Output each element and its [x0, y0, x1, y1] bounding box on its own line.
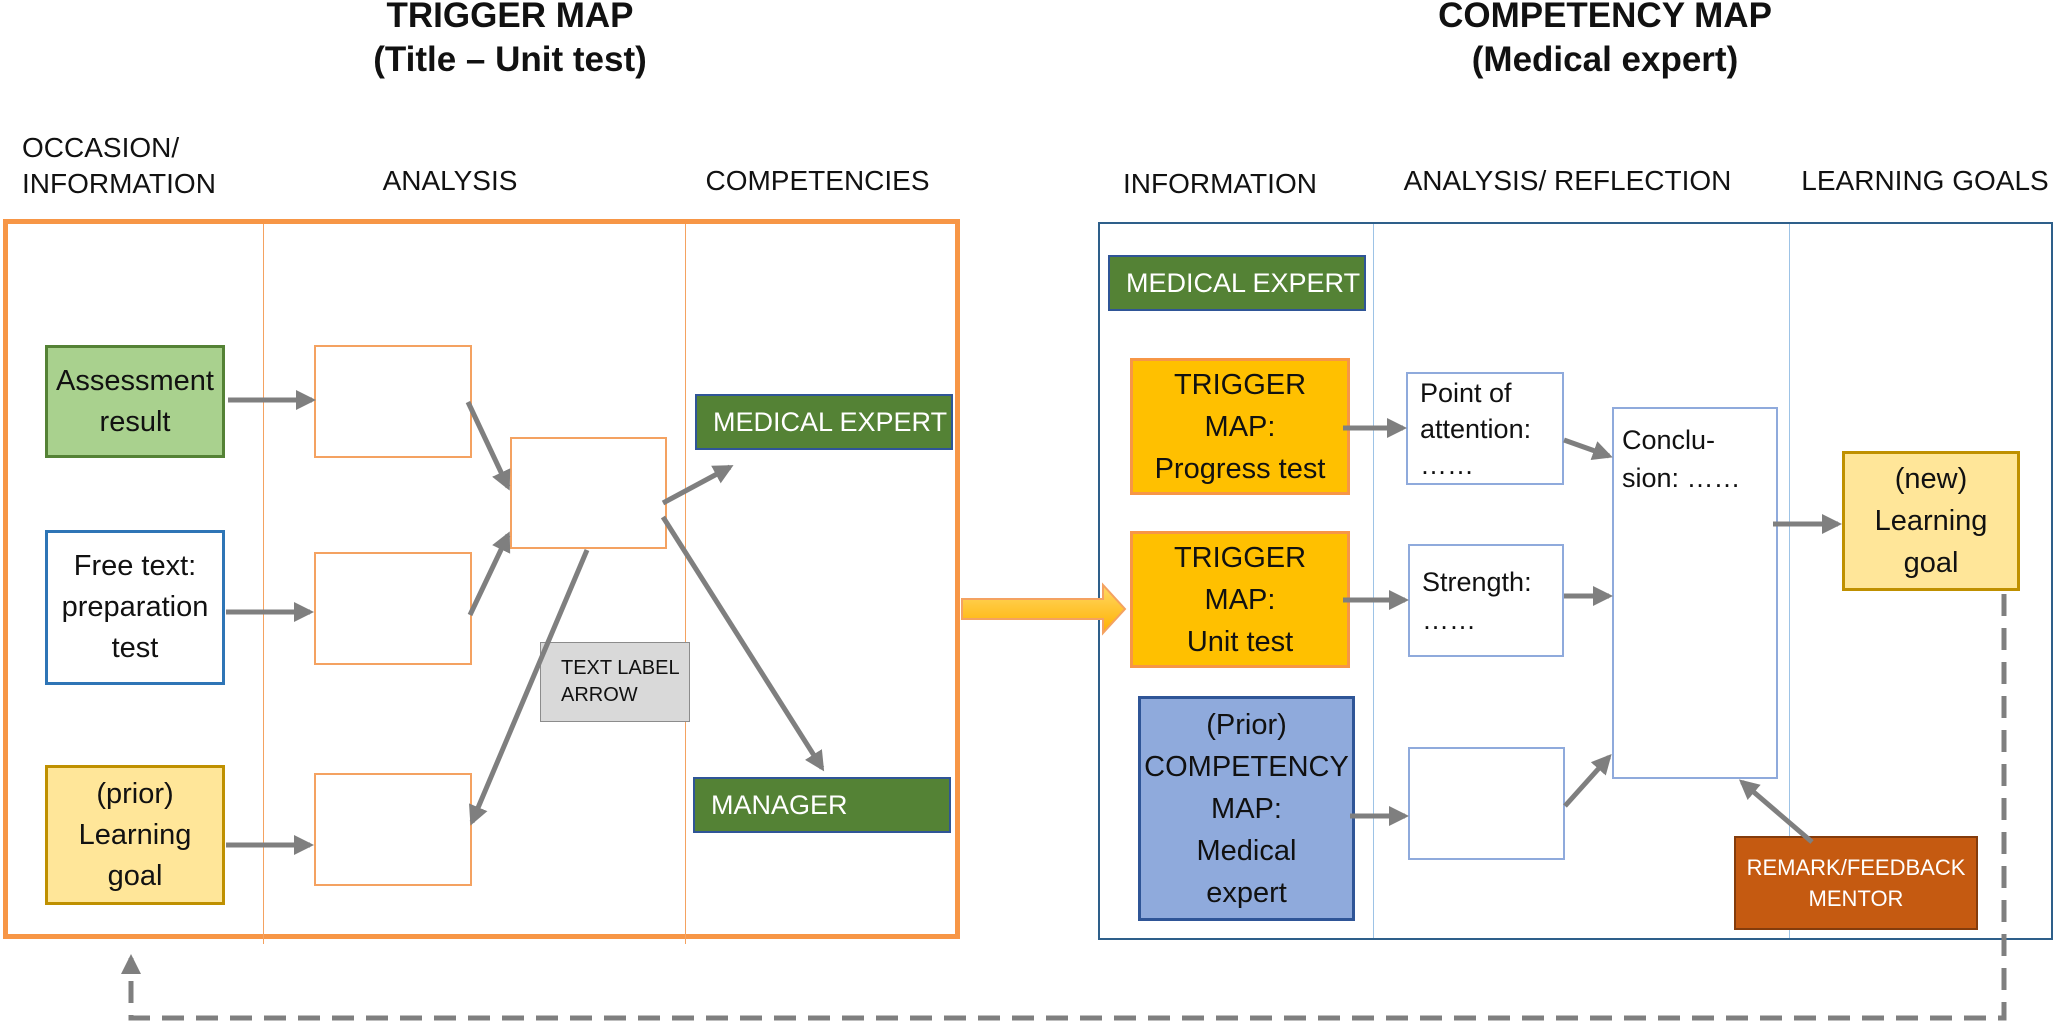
competency-map-subtitle: (Medical expert): [1471, 40, 1739, 79]
arrow-empty-to-conclusion: [1563, 754, 1612, 808]
arrow-center-to-box3: [469, 549, 590, 826]
competency-medical-expert: MEDICAL EXPERT: [695, 394, 953, 450]
trigger-map-subtitle: (Title – Unit test): [373, 40, 647, 79]
arrow-center-to-manager: [660, 515, 825, 772]
analysis-box-1: [314, 345, 472, 458]
point-of-attention-box: Point of attention: ……: [1406, 372, 1564, 485]
analysis-box-2: [314, 552, 472, 665]
remark-feedback-mentor: REMARK/FEEDBACK MENTOR: [1734, 836, 1978, 930]
analysis-empty-box: [1408, 747, 1565, 860]
trigger-divider-1: [263, 224, 264, 944]
free-text-box: Free text: preparation test: [45, 530, 225, 685]
competency-map-title-text: COMPETENCY MAP: [1438, 0, 1772, 35]
feedback-loop-dashed: [121, 594, 2007, 1021]
text-label-arrow: TEXT LABEL ARROW: [540, 642, 690, 722]
arrow-box1-to-center: [465, 400, 511, 491]
block-arrow-trigger-to-competency: [961, 582, 1127, 636]
competency-map-title: COMPETENCY MAP (Medical expert): [1400, 0, 1810, 82]
new-learning-goal-box: (new) Learning goal: [1842, 451, 2020, 591]
trigger-map-title-text: TRIGGER MAP: [386, 0, 634, 35]
column-learning-goals: LEARNING GOALS: [1801, 165, 2049, 196]
column-analysis-reflection: ANALYSIS/ REFLECTION: [1403, 165, 1732, 196]
strength-box: Strength: ……: [1408, 544, 1564, 657]
arrow-remark-to-conclusion: [1738, 779, 1814, 844]
trigger-divider-2: [685, 224, 686, 944]
analysis-box-center: [510, 437, 667, 549]
column-analysis: ANALYSIS: [382, 165, 518, 196]
analysis-box-3: [314, 773, 472, 886]
arrow-point-to-conclusion: [1563, 437, 1613, 461]
competency-divider-1: [1373, 224, 1374, 938]
trigger-map-progress-test: TRIGGER MAP: Progress test: [1130, 358, 1350, 495]
trigger-map-title: TRIGGER MAP (Title – Unit test): [300, 0, 720, 82]
column-occasion: OCCASION/ INFORMATION: [22, 132, 216, 199]
column-information: INFORMATION: [1123, 168, 1317, 199]
prior-competency-map: (Prior) COMPETENCY MAP: Medical expert: [1138, 696, 1355, 921]
arrow-box2-to-center: [467, 531, 511, 617]
trigger-map-frame: [3, 219, 960, 939]
competency-divider-2: [1789, 224, 1790, 938]
arrow-center-to-medical-expert: [661, 464, 734, 506]
conclusion-box: Conclu- sion: ……: [1612, 407, 1778, 779]
column-competencies: COMPETENCIES: [705, 165, 930, 196]
trigger-map-unit-test: TRIGGER MAP: Unit test: [1130, 531, 1350, 668]
assessment-result-box: Assessment result: [45, 345, 225, 458]
prior-learning-goal-box: (prior) Learning goal: [45, 765, 225, 905]
competency-manager: MANAGER: [693, 777, 951, 833]
competency-map-frame: [1098, 222, 2053, 940]
medical-expert-label: MEDICAL EXPERT: [1108, 255, 1366, 311]
